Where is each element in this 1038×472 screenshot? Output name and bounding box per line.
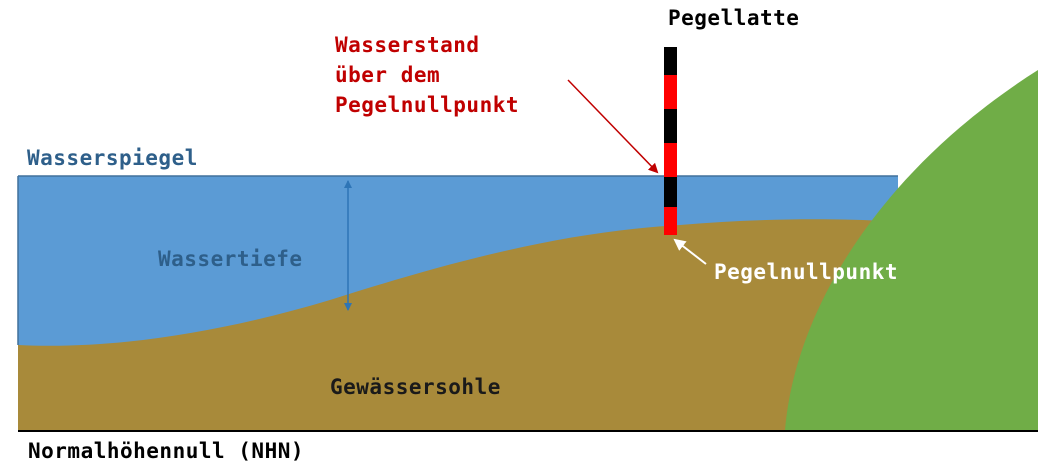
green-bank [785, 70, 1038, 430]
riverbed [18, 219, 905, 430]
water-level-pointer-arrow [567, 79, 659, 174]
gauge-staff-label: Pegellatte [668, 6, 800, 30]
water-depth-label: Wassertiefe [158, 247, 303, 271]
water-level-label-line-2: über dem [335, 63, 441, 87]
datum-label: Normalhöhennull (NHN) [28, 439, 305, 463]
water-level-label: Wasserstand über dem Pegelnullpunkt [335, 30, 519, 120]
water-level-label-line-1: Wasserstand [335, 33, 480, 57]
gauge-zero-label: Pegelnullpunkt [714, 260, 899, 284]
water-level-label-line-3: Pegelnullpunkt [335, 93, 520, 117]
gauge-zero-pointer-arrow [673, 238, 707, 265]
water-surface-label: Wasserspiegel [27, 146, 198, 170]
riverbed-label: Gewässersohle [330, 375, 501, 399]
gauge-staff [664, 47, 677, 235]
